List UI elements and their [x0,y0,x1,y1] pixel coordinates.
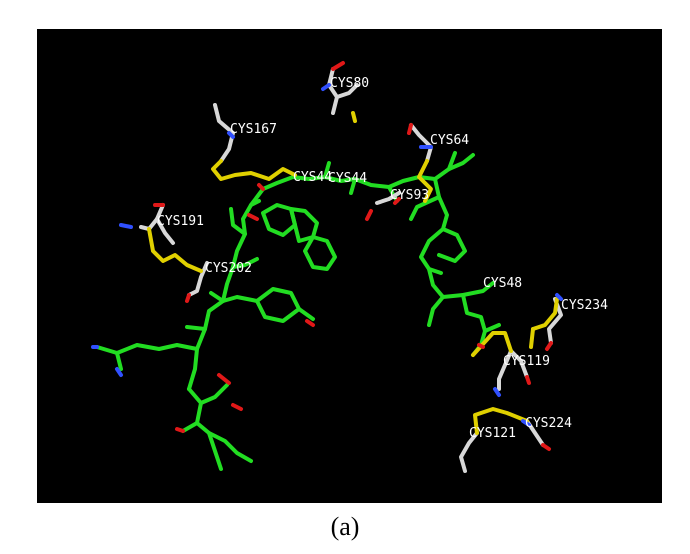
label-cys202: CYS202 [205,261,252,276]
label-cys224: CYS224 [525,416,572,431]
label-cys121: CYS121 [469,426,516,441]
label-cys48: CYS48 [483,276,522,291]
residue-labels: CYS80 CYS167 CYS64 CYS44 CYS44 CYS93 CYS… [157,76,608,441]
oxygen-atoms [153,61,553,451]
label-cys44-a: CYS44 [293,170,332,185]
label-cys44-b: CYS44 [328,171,367,186]
label-cys93: CYS93 [390,188,429,203]
molecule-viewer: CYS80 CYS167 CYS64 CYS44 CYS44 CYS93 CYS… [37,29,662,503]
label-cys191: CYS191 [157,214,204,229]
label-cys64: CYS64 [430,133,469,148]
label-cys167: CYS167 [230,122,277,137]
nitrogen-atoms [91,83,563,427]
molecule-render: CYS80 CYS167 CYS64 CYS44 CYS44 CYS93 CYS… [91,61,608,473]
label-cys80: CYS80 [330,76,369,91]
figure-caption: (a) [330,512,360,541]
disulfide-bonds [147,111,559,435]
label-cys234: CYS234 [561,298,608,313]
cysteine-residues [139,67,563,473]
green-chain [95,151,501,471]
label-cys119: CYS119 [503,354,550,369]
